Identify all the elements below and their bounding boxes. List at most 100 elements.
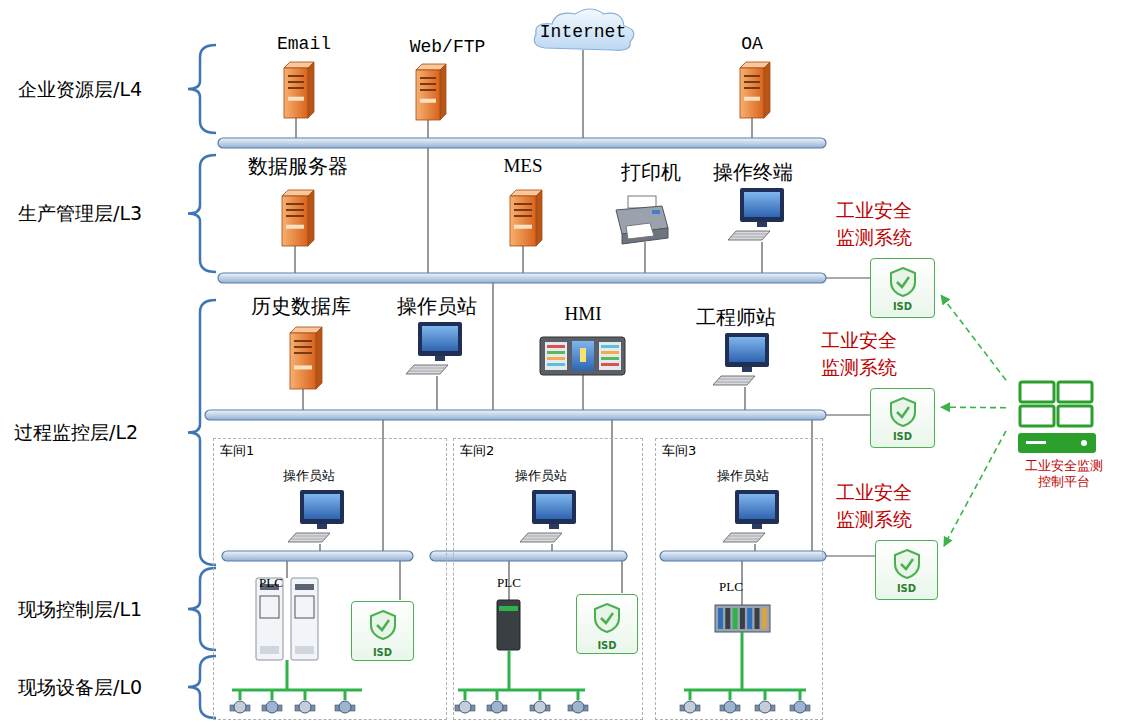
- server-front: [416, 70, 440, 120]
- network-wire: [621, 561, 622, 593]
- node-label: 打印机: [616, 160, 686, 184]
- server-vent: [420, 89, 436, 91]
- plc-rack-slot: [725, 608, 730, 629]
- field-device: [759, 701, 771, 713]
- plc-module-io: [295, 596, 314, 618]
- plc-module-detail: [295, 584, 314, 590]
- isd-box: ISD: [351, 601, 414, 661]
- plc-module-io: [260, 596, 279, 618]
- operator-station: 操作员站: [509, 461, 601, 545]
- monitor-frame: [532, 490, 576, 524]
- printer-panel: [652, 210, 660, 214]
- keyboard: [713, 376, 755, 385]
- plc-node: PLC: [713, 573, 813, 635]
- plc-rack-slot: [747, 608, 752, 629]
- shield-outline: [371, 611, 395, 639]
- network-bus: [218, 138, 826, 148]
- platform-host: [1018, 433, 1096, 453]
- monitor-screen: [536, 494, 572, 519]
- keyboard-keys: [731, 237, 765, 238]
- plc-module-detail: [295, 646, 314, 654]
- monitor-stand: [317, 524, 327, 529]
- network-wire: [582, 374, 583, 411]
- server-front: [510, 196, 536, 246]
- fieldbus-trunk: [741, 632, 744, 690]
- hmi-panel: [540, 337, 625, 375]
- pc-icon: [723, 490, 779, 542]
- keyboard: [723, 533, 765, 542]
- monitor-stand: [752, 524, 762, 529]
- layer-bracket: [188, 656, 216, 718]
- control-platform: 工业安全监测 控制平台: [1008, 378, 1120, 488]
- keyboard-keys: [728, 536, 762, 537]
- fieldbus-trunk: [286, 660, 289, 690]
- server-icon: [290, 327, 322, 389]
- network-wire: [302, 389, 303, 411]
- operator-station: 操作员站: [277, 461, 369, 545]
- node-label: Web/FTP: [400, 35, 495, 59]
- node-label: 车间2: [454, 439, 500, 463]
- server-side: [308, 62, 314, 118]
- isd-heading: 工业安全 监测系统: [833, 479, 915, 533]
- server-icon: [282, 190, 314, 246]
- printer-paper-out: [626, 223, 654, 239]
- hmi-strip: [601, 351, 619, 354]
- field-device: [794, 701, 806, 713]
- platform-monitor: [1020, 406, 1054, 426]
- keyboard-keys: [409, 371, 443, 372]
- fieldbus-drop: [539, 690, 542, 700]
- workshop-box: 车间3操作员站PLC: [655, 438, 823, 720]
- network-bus: [222, 551, 413, 561]
- server-slot: [294, 365, 312, 369]
- fieldbus-drop: [464, 690, 467, 700]
- server-side: [440, 64, 446, 120]
- layer-label: 生产管理层/L3: [18, 201, 142, 225]
- network-wire: [492, 283, 493, 411]
- hmi-screen: [572, 341, 594, 371]
- pc-icon: [288, 490, 344, 542]
- node-label: 车间3: [656, 439, 702, 463]
- layer-bracket: [188, 155, 216, 272]
- server-vent: [514, 209, 532, 211]
- node-label: Email: [262, 32, 346, 56]
- fieldbus-drop: [764, 690, 767, 700]
- isd-label: ISD: [352, 644, 413, 662]
- monitor-link: [941, 295, 1006, 380]
- keyboard: [288, 533, 330, 542]
- server-icon: [284, 62, 314, 118]
- server-slot: [420, 99, 436, 103]
- keyboard: [406, 365, 448, 374]
- monitor-frame: [740, 188, 784, 222]
- hmi-strip: [601, 357, 619, 360]
- fieldbus-drop: [304, 690, 307, 700]
- plc-module-detail: [260, 646, 279, 654]
- network-wire: [811, 420, 812, 552]
- shield-check: [897, 407, 909, 417]
- node-label: Internet: [535, 20, 631, 44]
- server-vent: [514, 215, 532, 217]
- layer-label: 过程监控层/L2: [14, 420, 138, 444]
- isd-heading: 工业安全 监测系统: [818, 327, 900, 381]
- field-device: [266, 701, 278, 713]
- plc-module: [256, 578, 283, 660]
- operator-station: 操作员站: [392, 294, 482, 376]
- fieldbus-drop: [729, 690, 732, 700]
- monitor-screen: [304, 494, 340, 519]
- server-node: Email: [262, 32, 346, 120]
- keyboard-keys: [523, 539, 557, 540]
- server-icon: [416, 64, 446, 120]
- server-side: [308, 190, 314, 246]
- fieldbus: [684, 689, 806, 692]
- node-label: PLC: [713, 573, 749, 601]
- node-label: HMI: [536, 302, 630, 326]
- server-vent: [744, 81, 760, 83]
- node-label: 车间1: [214, 439, 260, 463]
- keyboard-keys: [525, 536, 559, 537]
- platform-monitor: [1020, 382, 1054, 402]
- platform-host-slot: [1026, 441, 1046, 444]
- server-front: [290, 333, 316, 389]
- network-wire: [295, 118, 296, 139]
- field-device: [234, 701, 246, 713]
